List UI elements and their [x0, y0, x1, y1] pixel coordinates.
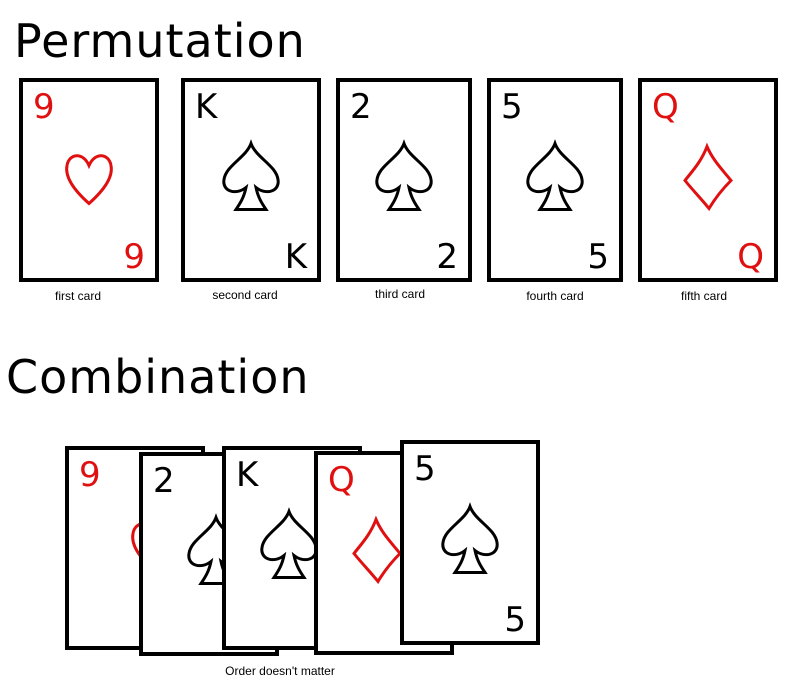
- card-rank-top: 5: [414, 449, 436, 489]
- combination-caption: Order doesn't matter: [225, 664, 335, 678]
- card-rank-top: Q: [328, 460, 355, 500]
- combination-card-5: 5 5: [400, 440, 540, 645]
- diamond-icon: [350, 515, 404, 591]
- heart-icon: [61, 148, 117, 213]
- permutation-card-1: 9 9: [19, 78, 159, 282]
- card-rank-top: K: [195, 87, 218, 127]
- card-rank-bottom: 5: [587, 237, 609, 277]
- permutation-card-5: Q Q: [638, 78, 778, 282]
- card-rank-top: Q: [652, 87, 679, 127]
- card-rank-bottom: Q: [737, 237, 764, 277]
- card-rank-top: 9: [33, 87, 55, 127]
- permutation-caption-4: fourth card: [526, 289, 584, 303]
- card-rank-top: 5: [501, 87, 523, 127]
- spade-icon: [216, 139, 286, 221]
- combination-heading: Combination: [6, 350, 310, 404]
- permutation-caption-1: first card: [54, 289, 101, 303]
- permutation-caption-5: fifth card: [680, 289, 728, 303]
- permutation-caption-3: third card: [374, 287, 426, 301]
- permutation-card-4: 5 5: [487, 78, 623, 282]
- card-rank-bottom: 5: [504, 600, 526, 640]
- permutation-card-3: 2 2: [336, 78, 472, 282]
- spade-icon: [435, 501, 505, 583]
- card-rank-top: K: [236, 455, 259, 495]
- diamond-icon: [681, 142, 735, 218]
- card-rank-bottom: 2: [436, 237, 458, 277]
- permutation-caption-2: second card: [212, 288, 278, 302]
- card-rank-top: 2: [350, 87, 372, 127]
- permutation-card-2: K K: [181, 78, 321, 282]
- spade-icon: [369, 139, 439, 221]
- card-rank-bottom: K: [284, 237, 307, 277]
- card-rank-top: 2: [153, 461, 175, 501]
- permutation-heading: Permutation: [14, 14, 306, 68]
- spade-icon: [520, 139, 590, 221]
- card-rank-bottom: 9: [123, 237, 145, 277]
- card-rank-top: 9: [79, 455, 101, 495]
